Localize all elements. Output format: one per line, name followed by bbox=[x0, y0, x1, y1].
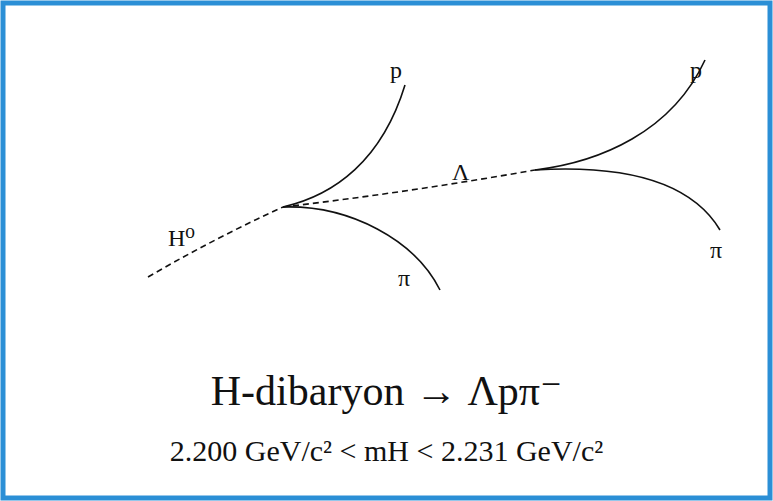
proton-track bbox=[283, 85, 405, 207]
proton-track bbox=[535, 60, 705, 170]
particle-label: p bbox=[390, 58, 402, 82]
particle-label: p bbox=[690, 58, 702, 82]
particle-label: Λ bbox=[452, 160, 469, 184]
particle-label: π bbox=[710, 238, 722, 262]
mass-range: 2.200 GeV/c² < mH < 2.231 GeV/c² bbox=[0, 434, 773, 467]
lambda-track bbox=[283, 170, 535, 207]
h-track bbox=[148, 207, 283, 277]
frame-border bbox=[3, 3, 770, 498]
pion-track bbox=[283, 207, 440, 290]
pion-track bbox=[535, 169, 720, 230]
particle-label: π bbox=[398, 266, 410, 290]
diagram-title: H-dibaryon → Λpπ⁻ bbox=[0, 368, 773, 414]
particle-label: H⁰ bbox=[168, 226, 195, 250]
